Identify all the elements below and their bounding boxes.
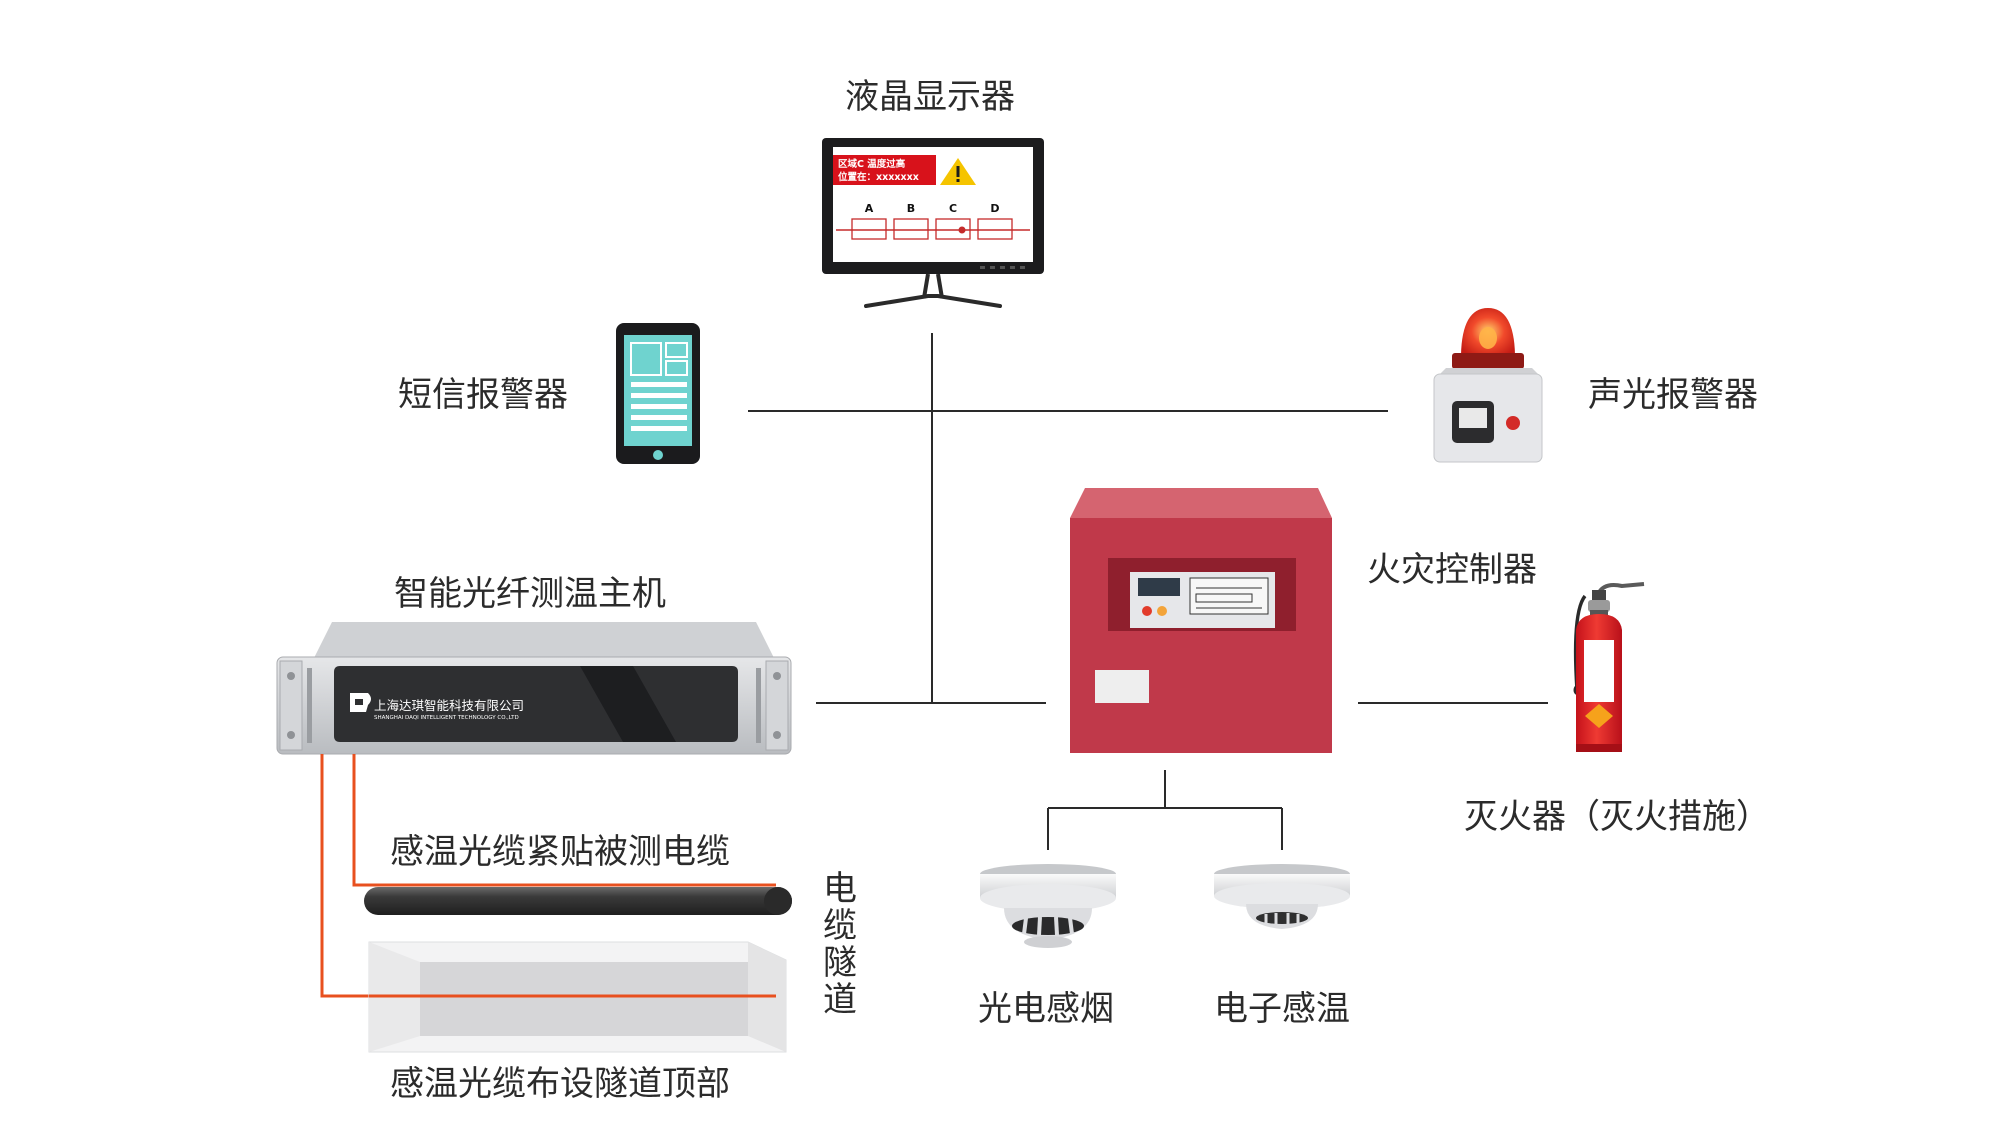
lcd-display-label: 液晶显示器 [845, 77, 1015, 117]
cable-tunnel-icon [368, 941, 787, 1053]
power-cable-icon [364, 887, 792, 915]
alarm-point-icon [958, 226, 966, 234]
tunnel-top-label: 感温光缆布设隧道顶部 [390, 1064, 730, 1104]
fire-controller-label: 火灾控制器 [1367, 550, 1537, 590]
host-company-name-en: SHANGHAI DAQI INTELLIGENT TECHNOLOGY CO.… [374, 715, 519, 721]
host-label: 智能光纤测温主机 [394, 574, 666, 614]
fire-controller-cabinet [1070, 488, 1332, 753]
connection-lines [748, 333, 1548, 850]
extinguisher-label: 灭火器（灭火措施） [1464, 797, 1770, 837]
heat-detector-label: 电子感温 [1214, 989, 1350, 1029]
sms-alarm-label: 短信报警器 [398, 375, 568, 415]
host-company-name: 上海达琪智能科技有限公司 [374, 698, 524, 713]
smoke-detector-icon [980, 864, 1116, 948]
cable-attached-label: 感温光缆紧贴被测电缆 [390, 832, 730, 872]
sound-light-alarm-icon [1433, 308, 1543, 463]
warning-triangle-icon [940, 158, 976, 185]
lcd-monitor: 区域C 温度过高 位置在：xxxxxxx A B C D [822, 138, 1044, 308]
zone-label-c: C [949, 202, 957, 215]
screen-alert-box [833, 155, 936, 185]
screen-alert-line1: 区域C 温度过高 [838, 158, 906, 170]
temperature-host-unit: 上海达琪智能科技有限公司 SHANGHAI DAQI INTELLIGENT T… [276, 622, 792, 755]
zone-label-b: B [907, 202, 915, 215]
heat-detector-icon [1214, 864, 1350, 929]
sound-light-alarm-label: 声光报警器 [1588, 375, 1758, 415]
fire-extinguisher-icon [1573, 582, 1645, 752]
smoke-detector-label: 光电感烟 [978, 989, 1114, 1029]
cable-tunnel-label: 电缆隧道 [823, 869, 857, 1020]
fiber-to-cable-line [352, 754, 776, 887]
zone-label-a: A [865, 202, 874, 215]
zone-label-d: D [990, 202, 999, 215]
screen-alert-line2: 位置在：xxxxxxx [838, 171, 919, 183]
phone-icon [616, 323, 700, 464]
